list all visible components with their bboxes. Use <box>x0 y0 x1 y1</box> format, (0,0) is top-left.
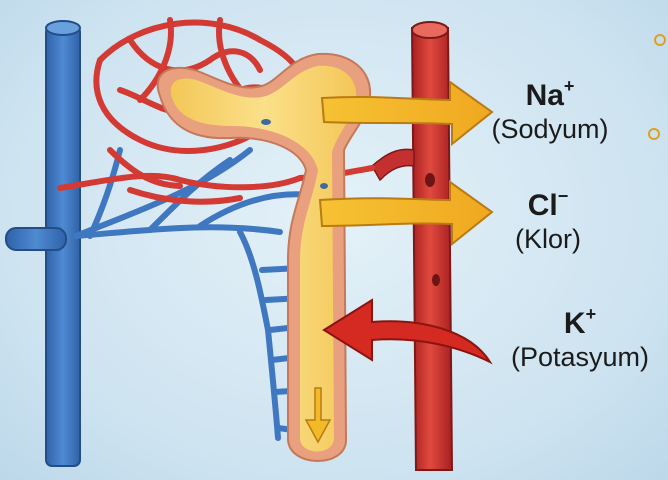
sodium-label: Na+ (Sodyum) <box>470 78 630 145</box>
sodium-name: (Sodyum) <box>470 114 630 145</box>
chloride-name: (Klor) <box>478 224 618 255</box>
bullet-dot <box>655 35 665 45</box>
bullet-dot <box>649 129 659 139</box>
chloride-symbol: Cl <box>528 189 558 222</box>
vein <box>6 21 80 466</box>
chloride-reabsorption-arrow <box>320 182 492 244</box>
potassium-label: K+ (Potasyum) <box>492 306 668 373</box>
chloride-label: Cl− (Klor) <box>478 188 618 255</box>
potassium-name: (Potasyum) <box>492 342 668 373</box>
sodium-symbol: Na <box>526 79 564 112</box>
artery <box>372 22 452 470</box>
venous-capillaries <box>76 150 318 438</box>
potassium-secretion-arrow <box>324 300 490 362</box>
potassium-symbol: K <box>564 307 586 340</box>
chloride-charge: − <box>558 186 569 206</box>
potassium-charge: + <box>586 304 597 324</box>
sodium-charge: + <box>564 76 575 96</box>
